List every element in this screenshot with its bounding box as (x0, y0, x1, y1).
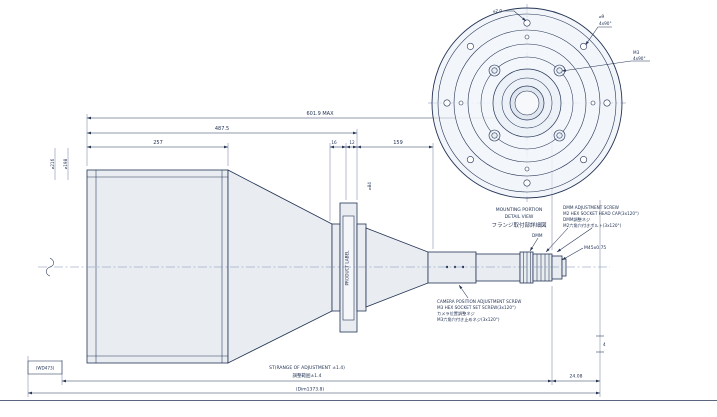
thread-callout: M45x0.75 (584, 245, 606, 251)
neck-front (331, 223, 341, 312)
dim-flange-thickness: 12 (349, 140, 355, 145)
side-view: PRODUCT LABEL (86, 169, 567, 364)
dmm-screw-line2: M2 HEX SOCKET HEAD CAP(3x120°) (563, 211, 639, 216)
camera-screw-line1: CAMERA POSITION ADJUSTMENT SCREW (437, 299, 521, 304)
dmm-screw-line3: DMM調整ネジ (563, 216, 590, 223)
dim-rear-section: 159 (393, 140, 403, 146)
front-view (428, 4, 626, 202)
screw-annotations: DMM ADJUSTMENT SCREW M2 HEX SOCKET HEAD … (437, 205, 639, 323)
dim-overall: 601.9 MAX (306, 111, 334, 117)
centerlines (38, 257, 610, 277)
front-cone (227, 169, 333, 364)
callout-bolt-pattern: 4x90° (599, 21, 612, 26)
dim-adjust-range-en: ST(RANGE OF ADJUSTMENT ±1.4) (269, 365, 345, 371)
working-distance-box (27, 360, 63, 375)
rear-cone (365, 227, 429, 308)
camera-screw-line2: M3 HEX SOCKET SET SCREW(3x120°) (437, 305, 516, 310)
dim-working-distance: (WD473) (36, 366, 55, 371)
callout-screw-thread: M3 (633, 50, 640, 55)
product-label-plate (342, 215, 355, 321)
callout-screw-pattern: 4x90° (633, 56, 646, 61)
dim-tip-length: 24.08 (570, 374, 583, 380)
dim-body-length: 257 (153, 140, 163, 146)
barrel-section-1 (427, 251, 477, 284)
camera-screw-line4: M3六角穴付き止めネジ(3x120°) (437, 316, 500, 323)
callout-pin-hole: ⌀2.0 (493, 9, 503, 14)
dim-flange-front: 16 (331, 140, 337, 145)
product-label-text: PRODUCT LABEL (345, 250, 350, 286)
dmm-screw-line4: M2六角穴付きボルト(3x120°) (563, 222, 622, 229)
front-view-title-2: DETAIL VIEW (505, 214, 534, 220)
dim-to-flange: 487.5 (215, 126, 229, 132)
break-symbol (45, 257, 55, 277)
dim-body-dia-outer: ⌀216 (50, 158, 55, 169)
dim-adjust-range-jp: 調整範囲±1.4 (293, 372, 322, 379)
end-cap (551, 255, 563, 280)
end-tip (561, 258, 567, 277)
mounting-screws (488, 64, 566, 142)
dimension-texts: 601.9 MAX 487.5 257 16 12 159 ⌀216 ⌀198 … (27, 111, 606, 393)
front-view-title-1: MOUNTING PORTION (496, 207, 542, 213)
dim-total-length: (Dim1373.8) (296, 387, 325, 393)
callout-bolt-dia: ⌀9 (599, 14, 605, 19)
dim-flange-dia: ⌀84 (367, 182, 372, 190)
dmm-screw-line1: DMM ADJUSTMENT SCREW (563, 205, 619, 210)
lens-main-body (86, 169, 229, 364)
dmm-label: DMM (532, 233, 543, 238)
dim-body-dia-inner: ⌀198 (63, 158, 68, 169)
callouts: ⌀2.0 ⌀9 4x90° M3 4x90° MOUNTING PORTION … (491, 9, 650, 229)
camera-screw-line3: カメラ位置調整ネジ (437, 310, 475, 317)
pin-hole (523, 19, 531, 27)
front-view-title-jp: フランジ取付部詳細図 (491, 221, 547, 229)
dim-tip-step: 4 (603, 342, 606, 347)
adjustment-ring (519, 251, 534, 284)
neck-rear (356, 223, 367, 312)
barrel-section-2 (475, 253, 521, 282)
